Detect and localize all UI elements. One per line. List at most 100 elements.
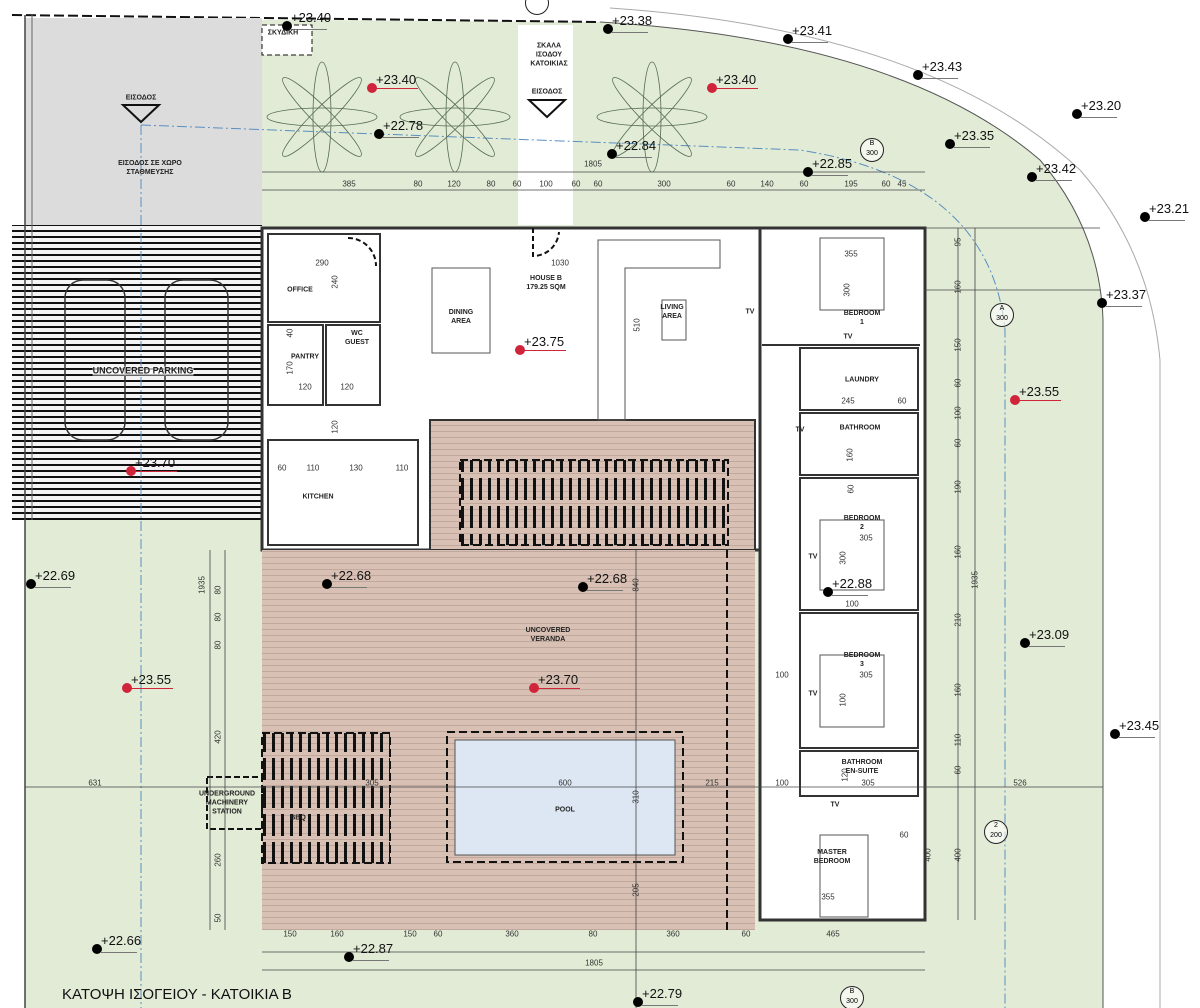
leader-line: [832, 595, 868, 596]
dimension-label: 60: [799, 179, 809, 189]
dimension-label: 95: [953, 237, 963, 247]
section-marker-label: A: [999, 305, 1005, 312]
elevation-marker-icon: [367, 83, 377, 93]
house-bedroom-wing: [758, 226, 927, 922]
dimension-label: 60: [953, 378, 963, 388]
room-label: TV: [808, 690, 818, 698]
dimension-label: 110: [953, 733, 963, 747]
elevation-value: +22.78: [383, 118, 424, 133]
leader-line: [331, 587, 367, 588]
section-marker-label: B: [869, 140, 875, 147]
elevation-marker-icon: [1020, 638, 1030, 648]
dimension-label: 120: [447, 179, 461, 189]
room-label: TV: [808, 553, 818, 561]
dimension-label: 150: [953, 338, 963, 352]
dimension-label: 600: [558, 778, 572, 788]
elevation-value: +23.70: [538, 672, 579, 687]
leader-line: [954, 147, 990, 148]
elevation-marker-icon: [1027, 172, 1037, 182]
section-marker-scale: 200: [990, 832, 1002, 839]
dimension-label: 130: [349, 463, 363, 473]
elevation-marker-icon: [126, 466, 136, 476]
dimension-label: 120: [340, 382, 354, 392]
elevation-value: +23.40: [291, 10, 332, 25]
room-label: BEDROOM 3: [843, 652, 881, 668]
dimension-label: 840: [631, 578, 641, 592]
elevation-value: +23.70: [135, 455, 176, 470]
dimension-label: 80: [213, 585, 223, 595]
room-label: TV: [745, 308, 755, 316]
room-label: BATHROOM: [839, 424, 881, 432]
elevation-marker-icon: [913, 70, 923, 80]
elevation-value: +23.45: [1119, 718, 1160, 733]
dimension-label: 400: [953, 848, 963, 862]
section-marker-label: 2: [994, 822, 998, 829]
room-label: BATHROOM EN-SUITE: [841, 759, 883, 775]
leader-line: [642, 1005, 678, 1006]
dimension-label: 160: [953, 280, 963, 294]
dimension-label: 60: [953, 438, 963, 448]
room-label: PANTRY: [291, 353, 319, 361]
dimension-label: 120: [330, 420, 340, 434]
elevation-marker-icon: [633, 997, 643, 1007]
elevation-marker-icon: [803, 167, 813, 177]
dimension-label: 100: [838, 693, 848, 707]
dimension-label: 300: [842, 283, 852, 297]
pool: [454, 739, 676, 856]
section-marker-scale: 300: [846, 998, 858, 1005]
elevation-value: +23.55: [131, 672, 172, 687]
elevation-value: +23.20: [1081, 98, 1122, 113]
room-label: TV: [830, 801, 840, 809]
leader-line: [131, 688, 173, 689]
section-marker-scale: 300: [866, 150, 878, 157]
dimension-label: 45: [897, 179, 907, 189]
room-label: UNCOVERED VERANDA: [525, 627, 571, 643]
dimension-total: 1935: [970, 571, 980, 589]
leader-line: [135, 471, 177, 472]
elevation-value: +22.88: [832, 576, 873, 591]
dimension-label: 140: [760, 179, 774, 189]
dimension-label: 260: [213, 853, 223, 867]
dimension-label: 160: [953, 683, 963, 697]
elevation-value: +22.68: [331, 568, 372, 583]
dimension-label: 400: [923, 848, 933, 862]
room-label: LAUNDRY: [845, 376, 879, 384]
elevation-marker-icon: [578, 582, 588, 592]
dimension-label: 50: [213, 913, 223, 923]
elevation-marker-icon: [1110, 729, 1120, 739]
section-marker: B 300: [860, 138, 884, 162]
elevation-marker-icon: [374, 129, 384, 139]
dimension-label: 60: [277, 463, 287, 473]
room-label: ΕΙΣΟΔΟΣ: [531, 88, 563, 96]
dimension-label: 526: [1013, 778, 1027, 788]
leader-line: [1029, 646, 1065, 647]
dimension-label: 120: [840, 768, 850, 782]
dimension-label: 170: [285, 361, 295, 375]
dimension-label: 215: [705, 778, 719, 788]
room-label: ΣΚΑΛΑ ΙΣΟΔΟΥ ΚΑΤΟΙΚΙΑΣ: [530, 42, 568, 68]
elevation-value: +22.79: [642, 986, 683, 1001]
dimension-label: 305: [365, 778, 379, 788]
leader-line: [35, 587, 71, 588]
elevation-value: +23.38: [612, 13, 653, 28]
dimension-label: 240: [330, 275, 340, 289]
dimension-label: 355: [844, 249, 858, 259]
dimension-label: 210: [953, 613, 963, 627]
dimension-label: 305: [859, 533, 873, 543]
dimension-label: 60: [846, 484, 856, 494]
elevation-marker-icon: [1010, 395, 1020, 405]
elevation-marker-icon: [282, 21, 292, 31]
room-label: BBQ: [290, 814, 306, 822]
elevation-marker-icon: [945, 139, 955, 149]
room-label: HOUSE B 179.25 SQM: [526, 275, 566, 291]
elevation-marker-icon: [783, 34, 793, 44]
elevation-value: +22.68: [587, 571, 628, 586]
dimension-label: 385: [342, 179, 356, 189]
room-label: KITCHEN: [302, 493, 334, 501]
dimension-label: 245: [841, 396, 855, 406]
dimension-total: 1805: [584, 159, 602, 169]
leader-line: [922, 78, 958, 79]
